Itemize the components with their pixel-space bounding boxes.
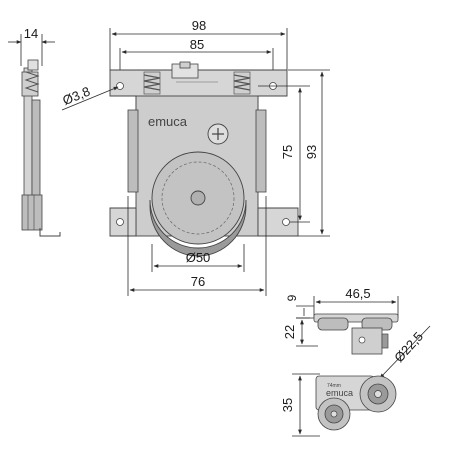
dim-side-width: 14 [24, 26, 38, 41]
brand-logo: emuca [148, 114, 188, 129]
small-logo-tag: 74mm [327, 383, 341, 389]
dim-overall-width: 98 [192, 18, 206, 33]
small-brand-logo: emuca [326, 388, 353, 398]
dim-body-width: 76 [191, 274, 205, 289]
front-view: 98 85 Ø3,8 emuca [60, 18, 330, 296]
dim-flange-height: 9 [285, 294, 299, 301]
dim-hole-spacing: 85 [190, 37, 204, 52]
dim-overall-height: 93 [304, 145, 319, 159]
dim-small-height: 35 [280, 398, 295, 412]
dim-body-height: 22 [282, 325, 297, 339]
small-top-view: 46,5 9 22 [282, 286, 399, 355]
dim-plate-height: 75 [280, 145, 295, 159]
dim-small-wheel-diameter: Ø22,5 [391, 329, 426, 365]
side-view: 14 [8, 26, 61, 237]
dim-wheel-diameter: Ø50 [186, 250, 211, 265]
dim-small-width: 46,5 [345, 286, 370, 301]
